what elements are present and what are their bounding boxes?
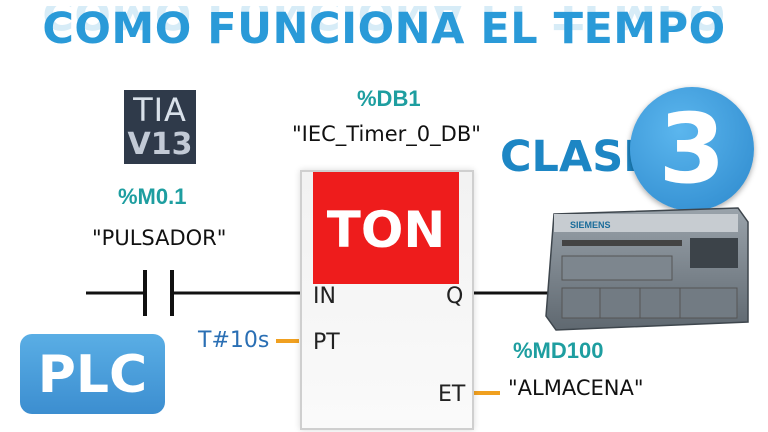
output-tag: "ALMACENA" <box>508 376 644 400</box>
page-title: COMO FUNCIONA EL TEMPO <box>42 4 726 54</box>
pin-et: ET <box>438 382 466 407</box>
lesson-label: CLASE <box>500 132 653 182</box>
version-label: V13 <box>127 127 193 162</box>
timer-db-name: "IEC_Timer_0_DB" <box>292 122 481 146</box>
plc-vendor-label: SIEMENS <box>570 220 611 230</box>
pin-pt: PT <box>313 330 340 355</box>
preset-value: T#10s <box>198 328 270 353</box>
ton-header: TON <box>313 172 459 284</box>
tia-version-badge: TIA V13 <box>124 90 196 164</box>
contact-tag: "PULSADOR" <box>92 226 227 250</box>
plc-badge: PLC <box>20 334 165 414</box>
output-address: %MD100 <box>513 338 604 363</box>
pin-q: Q <box>446 284 464 309</box>
tia-label: TIA <box>133 91 187 129</box>
lesson-number-badge: 3 <box>630 87 754 211</box>
plc-hardware-icon: SIEMENS <box>545 207 749 331</box>
pin-in: IN <box>313 284 336 309</box>
timer-db-address: %DB1 <box>357 86 421 111</box>
contact-address: %M0.1 <box>118 184 187 209</box>
